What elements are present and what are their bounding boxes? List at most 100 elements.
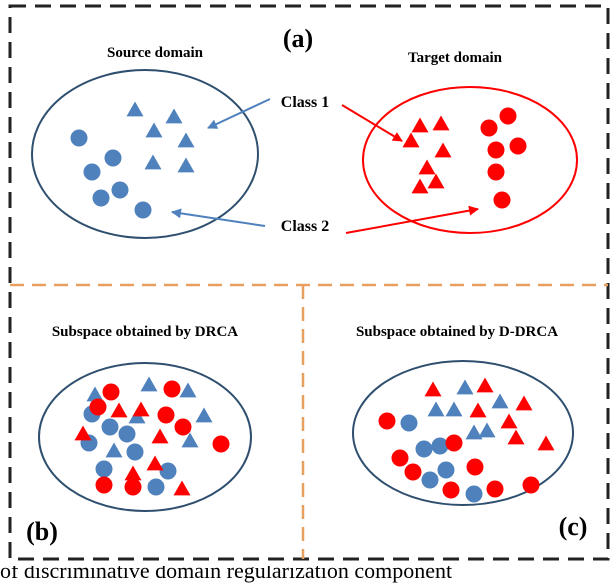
source-domain-title: Source domain — [107, 45, 204, 61]
drca-red-circle — [157, 406, 175, 424]
drca-blue-circle — [101, 418, 119, 436]
drca-blue-circle — [118, 425, 136, 443]
d-drca-blue-triangle — [445, 401, 463, 417]
d-drca-red-triangle — [500, 413, 518, 429]
drca-red-circle — [212, 435, 230, 453]
source-class2-circle — [70, 129, 88, 147]
target-class2-circle — [499, 107, 517, 125]
target-class2-circle — [480, 119, 498, 137]
drca-red-triangle — [110, 402, 128, 418]
source-class1-triangle — [126, 101, 144, 117]
drca-red-circle — [174, 418, 192, 436]
target-class1-triangle — [418, 159, 436, 175]
drca-blue-circle — [159, 462, 177, 480]
source-class2-circle — [104, 149, 122, 167]
target-class2-circle — [487, 163, 505, 181]
d-drca-red-circle — [404, 463, 422, 481]
d-drca-red-circle — [486, 480, 504, 498]
d-drca-red-circle — [391, 449, 409, 467]
d-drca-blue-triangle — [478, 422, 496, 438]
drca-red-triangle — [151, 428, 169, 444]
class-1-label: Class 1 — [281, 94, 329, 111]
class-1-source-arrow — [207, 98, 271, 129]
d-drca-subspace-ellipse — [352, 360, 574, 506]
target-class1-triangle — [432, 115, 450, 131]
drca-red-triangle — [124, 465, 142, 481]
panel-b-title: Subspace obtained by DRCA — [52, 324, 238, 340]
drca-red-circle — [95, 476, 113, 494]
drca-red-circle — [89, 398, 107, 416]
d-drca-blue-circle — [465, 485, 483, 503]
source-class1-triangle — [144, 154, 162, 170]
d-drca-red-triangle — [515, 395, 533, 411]
drca-blue-triangle — [181, 432, 199, 448]
d-drca-red-triangle — [476, 377, 494, 393]
outer-dashed-frame — [8, 4, 610, 561]
source-class2-circle — [83, 163, 101, 181]
source-class1-triangle — [145, 122, 163, 138]
drca-blue-triangle — [179, 382, 197, 398]
drca-red-triangle — [74, 425, 92, 441]
class-2-target-arrow — [345, 205, 479, 234]
d-drca-red-triangle — [537, 435, 555, 451]
drca-blue-triangle — [140, 376, 158, 392]
d-drca-blue-triangle — [465, 424, 483, 440]
d-drca-red-triangle — [424, 381, 442, 397]
source-class2-circle — [111, 181, 129, 199]
source-class1-triangle — [177, 157, 195, 173]
d-drca-red-circle — [445, 434, 463, 452]
d-drca-blue-circle — [421, 471, 439, 489]
drca-red-circle — [163, 380, 181, 398]
d-drca-red-triangle — [469, 402, 487, 418]
panel-a-label: (a) — [283, 24, 313, 53]
panel-c-label: (c) — [559, 512, 588, 541]
d-drca-red-triangle — [507, 429, 525, 445]
caption-text: of discriminative domain regularization … — [0, 566, 453, 583]
target-class2-circle — [509, 137, 527, 155]
drca-blue-triangle — [195, 407, 213, 423]
target-class1-triangle — [411, 178, 429, 194]
caption-strip: of discriminative domain regularization … — [0, 566, 614, 586]
target-domain-title: Target domain — [408, 50, 503, 66]
d-drca-blue-triangle — [456, 379, 474, 395]
source-class1-triangle — [177, 132, 195, 148]
drca-blue-triangle — [86, 386, 104, 402]
drca-red-triangle — [173, 480, 191, 496]
d-drca-blue-triangle — [427, 401, 445, 417]
target-class1-triangle — [411, 117, 429, 133]
drca-blue-circle — [126, 443, 144, 461]
drca-blue-triangle — [105, 442, 123, 458]
drca-red-circle — [124, 478, 142, 496]
d-drca-blue-circle — [437, 461, 455, 479]
target-class1-triangle — [402, 132, 420, 148]
target-class1-triangle — [434, 142, 452, 158]
class-1-target-arrow — [341, 104, 403, 142]
drca-blue-circle — [147, 478, 165, 496]
d-drca-blue-circle — [415, 440, 433, 458]
target-class2-circle — [487, 141, 505, 159]
target-domain-ellipse — [362, 86, 578, 234]
panel-c-title: Subspace obtained by D-DRCA — [356, 324, 558, 340]
sample-markers — [70, 101, 555, 503]
target-class2-circle — [493, 191, 511, 209]
drca-red-circle — [102, 383, 120, 401]
class-2-label: Class 2 — [281, 218, 329, 235]
d-drca-red-circle — [466, 458, 484, 476]
target-class1-triangle — [427, 173, 445, 189]
d-drca-blue-circle — [400, 414, 418, 432]
source-domain-ellipse — [31, 69, 259, 239]
drca-red-triangle — [132, 401, 150, 417]
d-drca-red-circle — [378, 412, 396, 430]
drca-blue-circle — [95, 460, 113, 478]
panel-b-label: (b) — [26, 517, 58, 546]
source-class2-circle — [134, 201, 152, 219]
d-drca-blue-circle — [431, 437, 449, 455]
source-class1-triangle — [165, 108, 183, 124]
d-drca-blue-triangle — [491, 393, 509, 409]
source-class2-circle — [92, 189, 110, 207]
class-2-source-arrow — [171, 208, 266, 227]
d-drca-red-circle — [522, 476, 540, 494]
d-drca-red-circle — [442, 481, 460, 499]
drca-subspace-ellipse — [38, 362, 252, 512]
